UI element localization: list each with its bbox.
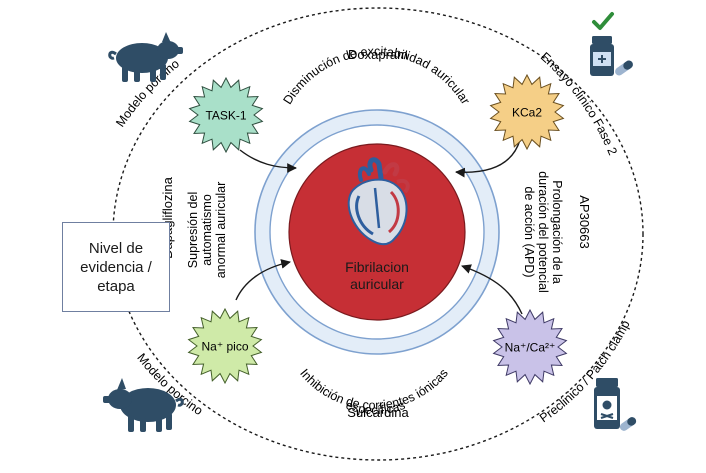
task1-burst-shape xyxy=(188,76,264,154)
drug-label-right: AP30663 xyxy=(577,195,592,249)
mechanism-bottom-text-2: específicas xyxy=(344,398,407,417)
mechanism-right-line1: Prolongación de la xyxy=(550,180,564,284)
target-task1: TASK-1 xyxy=(188,76,264,154)
target-naca: Na⁺/Ca²⁺ xyxy=(492,308,568,386)
target-naca-label: Na⁺/Ca²⁺ xyxy=(505,341,556,355)
medicine-bottle-check-icon xyxy=(590,12,633,76)
drug-label-bottom: Sulcardina xyxy=(347,405,409,420)
center-label-line2: auricular xyxy=(350,276,404,292)
outer-dashed-orbit xyxy=(112,7,644,461)
poison-bottle-icon xyxy=(594,378,637,431)
target-task1-label: TASK-1 xyxy=(205,109,246,123)
mechanism-right-line3: de acción (APD) xyxy=(522,186,536,277)
evidence-level-box: Nivel de evidencia / etapa xyxy=(62,222,170,312)
target-napico-label: Na⁺ pico xyxy=(201,340,248,354)
evidence-level-label: Nivel de evidencia / etapa xyxy=(80,239,152,295)
target-napico: Na⁺ pico xyxy=(187,307,263,385)
mechanism-right: Prolongación de la duración del potencia… xyxy=(522,171,564,293)
mechanism-right-line2: duración del potencial xyxy=(536,171,550,293)
heart-icon xyxy=(347,157,410,246)
mechanism-left-line3: anormal auricular xyxy=(214,182,228,279)
naca-burst-shape xyxy=(492,308,568,386)
mechanism-left-line2: automatismo xyxy=(200,194,214,266)
target-kca2-label: KCa2 xyxy=(512,106,542,120)
pig-icon xyxy=(103,378,184,432)
mechanism-top: Disminución de excitabilidad auricular xyxy=(280,44,472,107)
mechanism-left-line1: Supresión del xyxy=(186,192,200,268)
arrow-naca xyxy=(461,264,523,315)
mechanism-bottom-line2: específicas xyxy=(344,398,407,417)
kca2-burst-shape xyxy=(489,73,565,151)
arrow-napico xyxy=(235,259,291,301)
arrow-kca2 xyxy=(455,139,521,178)
arrow-task1 xyxy=(239,149,297,173)
mechanism-left: Supresión del automatismo anormal auricu… xyxy=(186,182,228,279)
mechanism-top-text: Disminución de excitabilidad auricular xyxy=(280,44,472,107)
napico-burst-shape xyxy=(187,307,263,385)
pig-icon xyxy=(108,32,183,82)
target-kca2: KCa2 xyxy=(489,73,565,151)
center-label-line1: Fibrilacion xyxy=(345,259,409,275)
drug-label-top: Doxapram xyxy=(348,47,408,62)
